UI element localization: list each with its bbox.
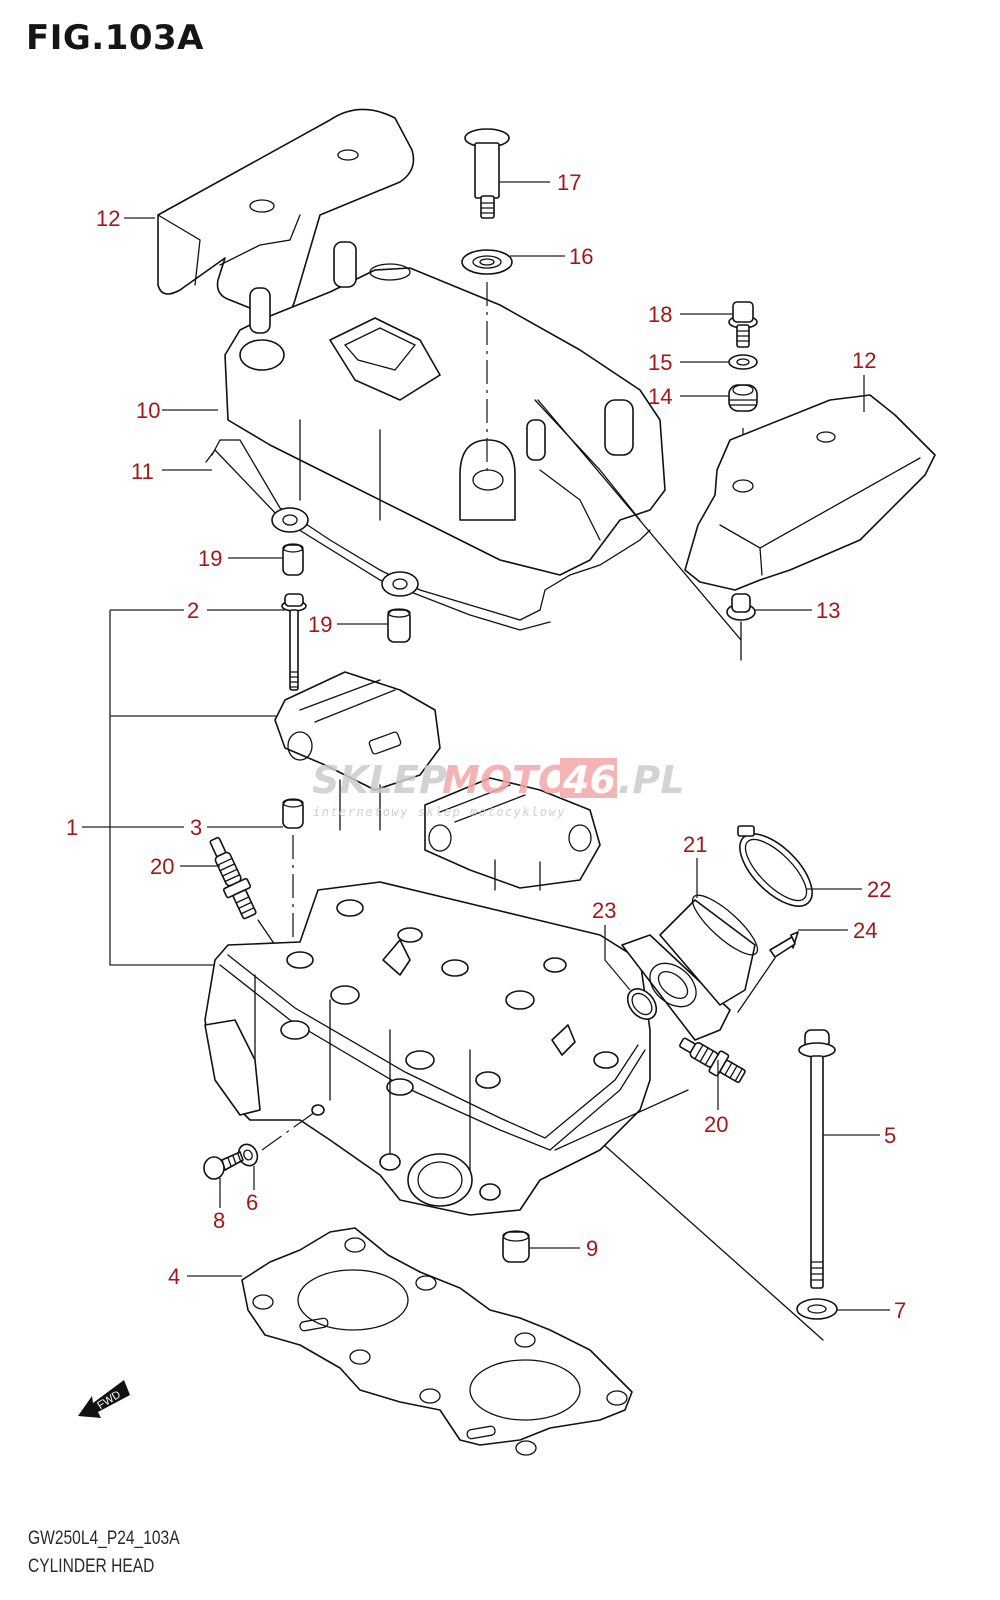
part-21-intake-pipe[interactable] xyxy=(621,887,765,1041)
callout-18: 18 xyxy=(648,302,672,327)
callout-15: 15 xyxy=(648,350,672,375)
callout-23: 23 xyxy=(592,898,616,923)
part-23-o-ring[interactable] xyxy=(622,983,662,1024)
callout-19-b: 19 xyxy=(308,612,332,637)
callout-8: 8 xyxy=(213,1208,225,1233)
part-5-stud-bolt[interactable] xyxy=(798,1029,836,1289)
callout-5: 5 xyxy=(884,1123,896,1148)
part-19-dowel-a[interactable] xyxy=(282,543,304,576)
callout-3: 3 xyxy=(190,815,202,840)
part-4-head-gasket[interactable] xyxy=(241,1227,633,1456)
part-2-bolt[interactable] xyxy=(281,593,307,691)
watermark-text-1: SKLEP xyxy=(312,758,447,802)
part-15-washer[interactable] xyxy=(728,354,758,370)
part-18-bolt[interactable] xyxy=(728,301,758,348)
camshaft-holder-right[interactable] xyxy=(424,777,601,891)
callout-14: 14 xyxy=(648,384,672,409)
callout-1: 1 xyxy=(66,815,78,840)
callout-16: 16 xyxy=(569,244,593,269)
callout-4: 4 xyxy=(168,1264,180,1289)
callouts: 1 2 3 4 5 6 7 8 9 10 11 12 12 13 14 15 1… xyxy=(66,170,906,1323)
fwd-arrow-icon: FWD xyxy=(78,1380,130,1418)
callout-21: 21 xyxy=(683,832,707,857)
callout-22: 22 xyxy=(867,877,891,902)
watermark-text-3: 46 xyxy=(562,758,616,802)
assembly-line-20b xyxy=(554,1089,689,1151)
camshaft-holder-left[interactable] xyxy=(274,671,441,831)
figure-title: FIG.103A xyxy=(26,18,204,58)
part-8-bolt[interactable] xyxy=(203,1151,244,1180)
part-3-dowel[interactable] xyxy=(282,798,304,829)
callout-12-left: 12 xyxy=(96,206,120,231)
part-11-cover-gasket[interactable] xyxy=(205,439,651,631)
watermark: SKLEP MOTO 46 .PL internetowy sklep moto… xyxy=(312,758,685,819)
callout-7: 7 xyxy=(894,1298,906,1323)
part-14-grommet[interactable] xyxy=(728,384,758,412)
callout-20-right: 20 xyxy=(704,1112,728,1137)
callout-24: 24 xyxy=(853,918,877,943)
cylinder-head[interactable] xyxy=(204,881,651,1216)
assembly-line-20a xyxy=(257,919,276,946)
watermark-text-2: MOTO xyxy=(442,758,570,802)
part-7-washer[interactable] xyxy=(796,1298,838,1320)
part-16-washer[interactable] xyxy=(461,249,513,275)
assembly-line-24 xyxy=(737,957,776,1013)
watermark-tagline: internetowy sklep motocyklowy xyxy=(313,805,566,819)
part-19-dowel-b[interactable] xyxy=(387,608,411,643)
callout-10: 10 xyxy=(136,398,160,423)
figure-code: GW250L4_P24_103A xyxy=(28,1528,180,1549)
part-13-nut[interactable] xyxy=(726,593,756,621)
part-12-cover-right[interactable] xyxy=(684,394,936,591)
part-24-screw[interactable] xyxy=(769,931,799,958)
part-20-spark-plug-right[interactable] xyxy=(676,1031,749,1087)
figure-name: CYLINDER HEAD xyxy=(28,1556,155,1577)
callout-9: 9 xyxy=(586,1236,598,1261)
part-10-cylinder-head-cover[interactable] xyxy=(224,241,666,576)
watermark-box xyxy=(560,758,617,798)
callout-6: 6 xyxy=(246,1190,258,1215)
callout-19-a: 19 xyxy=(198,546,222,571)
leader-lines xyxy=(82,181,890,1311)
callout-20-left: 20 xyxy=(150,854,174,879)
callout-12-right: 12 xyxy=(852,348,876,373)
watermark-suffix: .PL xyxy=(618,758,685,802)
callout-17: 17 xyxy=(557,170,581,195)
callout-2: 2 xyxy=(187,598,199,623)
part-22-hose-clamp[interactable] xyxy=(728,822,824,918)
assembly-line-6 xyxy=(261,1111,316,1151)
part-20-spark-plug-left[interactable] xyxy=(202,834,261,922)
reference-line-1 xyxy=(537,399,742,641)
part-9-dowel[interactable] xyxy=(502,1230,530,1263)
part-17-bolt[interactable] xyxy=(464,128,510,219)
callout-11: 11 xyxy=(131,459,154,484)
callout-13: 13 xyxy=(816,598,840,623)
